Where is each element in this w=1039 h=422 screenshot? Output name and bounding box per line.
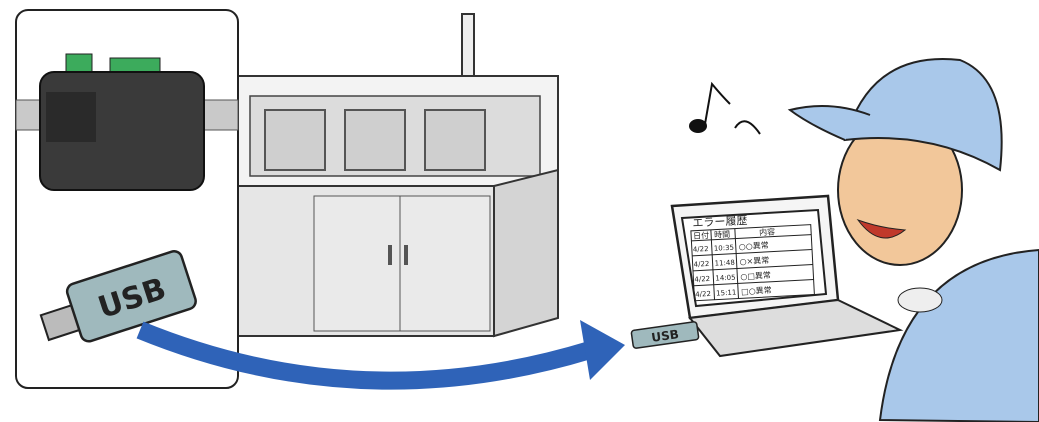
row-date: 4/22 (694, 275, 710, 284)
worker (787, 58, 1039, 422)
io-device (39, 53, 205, 191)
row-content: □○異常 (741, 286, 772, 297)
transfer-arrow (136, 320, 625, 390)
usb-stick-small: USB (630, 321, 700, 349)
row-content: ○□異常 (740, 271, 771, 282)
usb-small-label: USB (651, 327, 680, 345)
header-content: 内容 (759, 226, 776, 237)
row-date: 4/22 (693, 260, 709, 269)
header-date: 日付 (693, 230, 710, 241)
machine (235, 13, 559, 338)
header-time: 時間 (714, 230, 730, 240)
row-time: 10:35 (714, 244, 735, 253)
row-content: ○×異常 (739, 256, 769, 267)
device-panel: USB (15, 9, 239, 389)
screen-table: エラー履歴 日付 時間 内容 4/22 10:35 ○○異常 4/22 11:4… (690, 214, 815, 302)
table-row: 4/22 11:48 ○×異常 (693, 256, 769, 269)
table-row: 4/22 10:35 ○○異常 (693, 241, 769, 254)
row-date: 4/22 (695, 290, 711, 299)
table-row: 4/22 14:05 ○□異常 (694, 271, 771, 284)
row-time: 11:48 (714, 259, 735, 268)
table-row: 4/22 15:11 □○異常 (695, 286, 772, 299)
row-time: 15:11 (716, 289, 737, 298)
usb-stick: USB (39, 250, 197, 343)
row-date: 4/22 (693, 245, 709, 254)
row-content: ○○異常 (739, 241, 769, 252)
music-note-icon (689, 81, 761, 135)
laptop: エラー履歴 日付 時間 内容 4/22 10:35 ○○異常 4/22 11:4… (630, 194, 904, 358)
row-time: 14:05 (715, 274, 736, 283)
screen-title: エラー履歴 (692, 214, 748, 230)
